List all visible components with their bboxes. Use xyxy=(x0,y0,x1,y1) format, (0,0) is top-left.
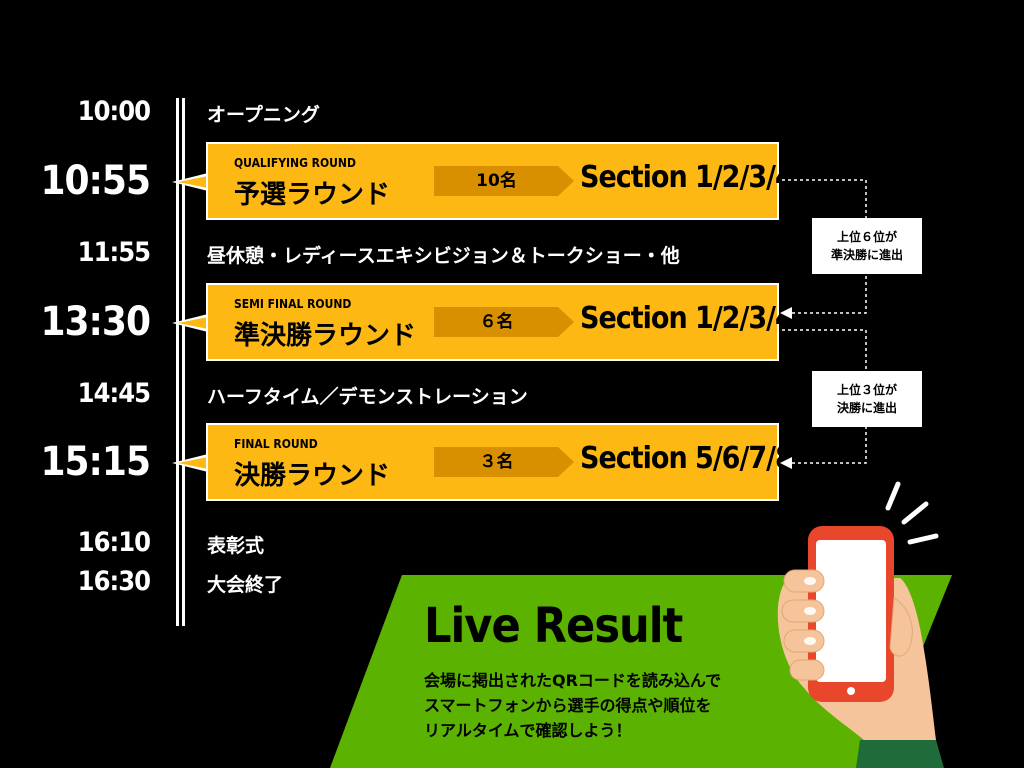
timeline-line-right xyxy=(182,98,185,626)
round-final: FINAL ROUND 決勝ラウンド ３名 Section 5/6/7/8 xyxy=(206,423,794,501)
note-line: 上位６位が xyxy=(836,230,897,244)
count-band xyxy=(434,447,574,477)
event-award-ceremony: 表彰式 xyxy=(207,535,265,557)
advancing-count: ６名 xyxy=(479,312,514,332)
round-sub-label: SEMI FINAL ROUND xyxy=(234,297,352,311)
advancing-count: 10名 xyxy=(476,171,517,191)
time-1515: 15:15 xyxy=(40,439,151,485)
count-band xyxy=(434,166,574,196)
round-semifinal: SEMI FINAL ROUND 準決勝ラウンド ６名 Section 1/2/… xyxy=(206,283,794,361)
description-line: スマートフォンから選手の得点や順位を xyxy=(424,696,712,715)
event-lunch-break: 昼休憩・レディースエキシビジョン＆トークショー・他 xyxy=(207,245,680,267)
time-1610: 16:10 xyxy=(77,527,151,558)
note-line: 準決勝に進出 xyxy=(830,248,903,262)
round-title: 決勝ラウンド xyxy=(234,461,391,491)
round-sub-label: FINAL ROUND xyxy=(234,437,318,451)
live-result-description: 会場に掲出されたQRコードを読み込んで スマートフォンから選手の得点や順位を リ… xyxy=(424,668,721,743)
note-top6-advance: 上位６位が 準決勝に進出 xyxy=(812,218,922,274)
event-halftime: ハーフタイム／デモンストレーション xyxy=(207,386,528,408)
description-line: 会場に掲出されたQRコードを読み込んで xyxy=(424,671,722,690)
time-1330: 13:30 xyxy=(40,299,151,345)
live-result-title: Live Result xyxy=(424,598,683,654)
round-pointer-final xyxy=(172,454,208,472)
advancing-count: ３名 xyxy=(479,452,514,472)
round-pointer-semifinal xyxy=(172,314,208,332)
description-line: リアルタイムで確認しよう！ xyxy=(424,721,632,740)
round-qualifying: QUALIFYING ROUND 予選ラウンド 10名 Section 1/2/… xyxy=(206,142,794,220)
round-title: 準決勝ラウンド xyxy=(234,321,417,351)
round-section: Section 5/6/7/8 xyxy=(580,441,794,476)
round-section: Section 1/2/3/4 xyxy=(580,160,794,195)
count-band xyxy=(434,307,574,337)
time-1445: 14:45 xyxy=(77,378,151,409)
time-1055: 10:55 xyxy=(40,158,151,204)
time-1630: 16:30 xyxy=(77,566,151,597)
round-title: 予選ラウンド xyxy=(234,180,391,210)
time-1155: 11:55 xyxy=(77,237,151,268)
note-line: 決勝に進出 xyxy=(836,401,897,415)
event-closing: 大会終了 xyxy=(207,574,284,596)
note-line: 上位３位が xyxy=(836,383,897,397)
round-pointer-qualifying xyxy=(172,173,208,191)
time-1000: 10:00 xyxy=(77,96,151,127)
note-top3-advance: 上位３位が 決勝に進出 xyxy=(812,371,922,427)
round-section: Section 1/2/3/4 xyxy=(580,301,794,336)
smartphone-in-hand-icon xyxy=(777,481,944,768)
round-sub-label: QUALIFYING ROUND xyxy=(234,156,356,170)
event-opening: オープニング xyxy=(207,104,320,126)
timeline-line-left xyxy=(176,98,179,626)
